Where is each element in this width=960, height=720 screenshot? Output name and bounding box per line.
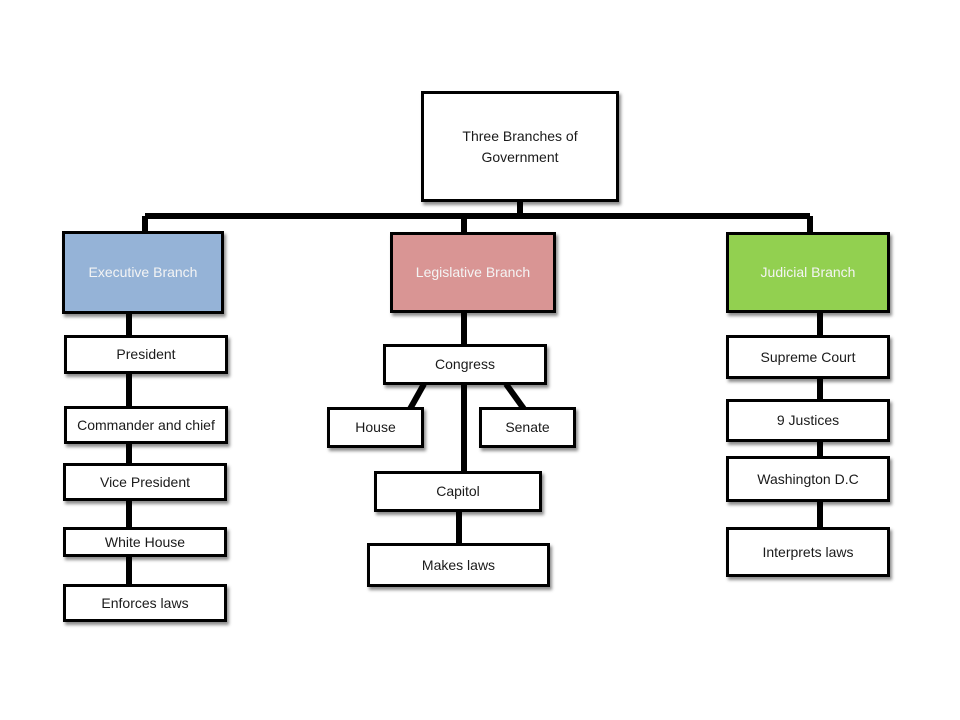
judicial-branch-node: Judicial Branch xyxy=(726,232,890,313)
legislative-item-label: Senate xyxy=(505,419,550,436)
executive-item-commander: Commander and chief xyxy=(64,406,228,444)
executive-item-label: White House xyxy=(104,533,186,550)
executive-branch-node: Executive Branch xyxy=(62,231,224,314)
legislative-item-capitol: Capitol xyxy=(374,471,542,512)
legislative-item-label: House xyxy=(355,419,396,436)
judicial-branch-label: Judicial Branch xyxy=(760,264,856,281)
executive-item-label: Enforces laws xyxy=(101,594,189,611)
legislative-item-label: Makes laws xyxy=(421,556,496,573)
connector-congress-to-senate xyxy=(503,382,527,411)
root-label: Three Branches of Government xyxy=(462,128,578,165)
root-node: Three Branches of Government xyxy=(421,91,619,202)
executive-branch-label: Executive Branch xyxy=(88,264,198,281)
legislative-item-senate: Senate xyxy=(479,407,576,448)
judicial-item-supreme-court: Supreme Court xyxy=(726,335,890,379)
judicial-item-label: Washington D.C xyxy=(757,470,859,487)
legislative-item-house: House xyxy=(327,407,424,448)
executive-item-label: President xyxy=(116,346,176,363)
executive-item-label: Commander and chief xyxy=(77,416,215,433)
judicial-item-washington-dc: Washington D.C xyxy=(726,456,890,502)
judicial-item-interprets-laws: Interprets laws xyxy=(726,527,890,577)
executive-item-president: President xyxy=(64,335,228,374)
legislative-item-congress: Congress xyxy=(383,344,547,385)
executive-item-vice-president: Vice President xyxy=(63,463,227,501)
judicial-item-label: Interprets laws xyxy=(762,543,854,560)
legislative-item-label: Capitol xyxy=(436,483,480,500)
legislative-item-label: Congress xyxy=(435,356,495,373)
executive-item-enforces-laws: Enforces laws xyxy=(63,584,227,622)
executive-item-white-house: White House xyxy=(63,527,227,557)
judicial-item-label: Supreme Court xyxy=(760,348,856,365)
legislative-item-makes-laws: Makes laws xyxy=(367,543,550,587)
judicial-item-9-justices: 9 Justices xyxy=(726,399,890,442)
connector-congress-to-house xyxy=(407,382,427,411)
executive-item-label: Vice President xyxy=(99,473,190,490)
legislative-branch-node: Legislative Branch xyxy=(390,232,556,313)
legislative-branch-label: Legislative Branch xyxy=(415,264,531,281)
judicial-item-label: 9 Justices xyxy=(776,412,840,429)
